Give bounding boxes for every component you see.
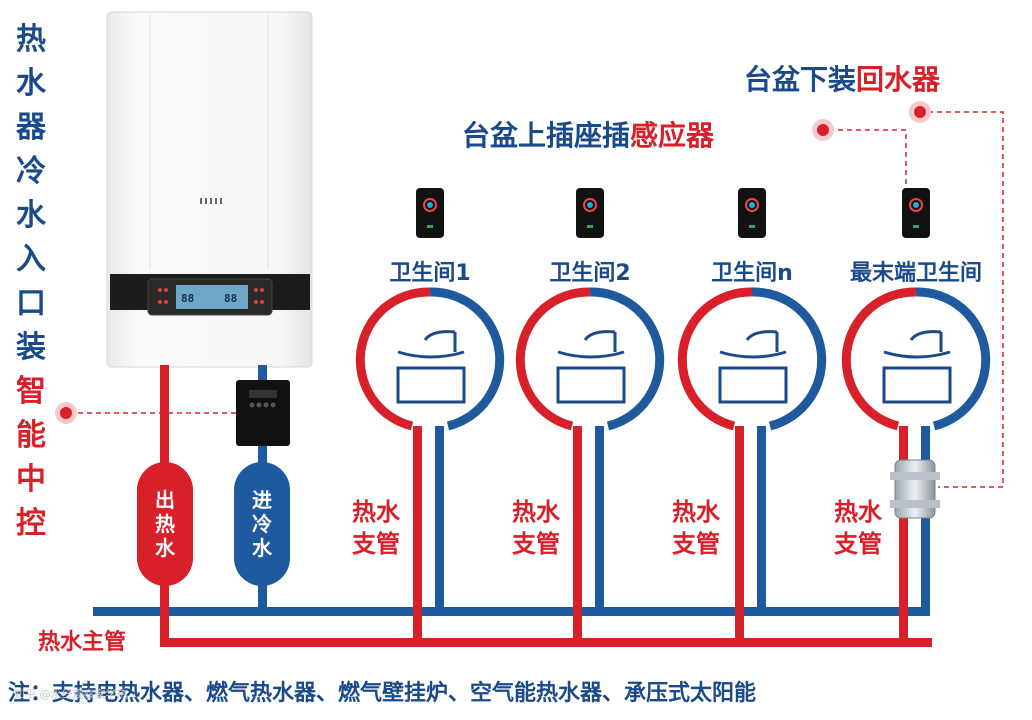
title-char: 器 — [16, 110, 46, 145]
tank-char: 进 — [252, 488, 272, 512]
tank-char: 出 — [155, 488, 175, 512]
hot-main-pipe — [160, 638, 932, 647]
label-red-part: 感应器 — [630, 119, 715, 152]
title-char-red: 控 — [16, 506, 46, 541]
title-char: 热 — [16, 22, 46, 57]
branch-label-line: 支管 — [672, 530, 720, 558]
room-branch-1 — [355, 287, 505, 647]
room-title-1: 卫生间1 — [389, 261, 471, 286]
washbasin-icon — [556, 330, 626, 404]
heater-lcd — [176, 285, 248, 309]
room-branch-last — [841, 287, 991, 647]
sensors — [416, 188, 930, 238]
tank-char: 水 — [155, 536, 175, 560]
title-char-red: 能 — [16, 418, 46, 453]
branch-label-last: 热水 支管 — [818, 496, 898, 560]
title-char-red: 智 — [16, 374, 46, 409]
branch-label-line: 热水 — [834, 498, 882, 526]
water-heater: 88 88 — [106, 11, 313, 368]
return-valve-label: 台盆下装回水器 — [744, 58, 940, 98]
branch-label-line: 热水 — [512, 498, 560, 526]
sensor-device — [738, 188, 766, 238]
lcd-right-digits: 88 — [224, 292, 237, 305]
watermark: 知乎 @水纤观察家学热 — [14, 688, 128, 701]
room-branch-n — [677, 287, 827, 647]
sensor-device — [416, 188, 444, 238]
title-char: 入 — [16, 242, 46, 277]
washbasin-icon — [718, 330, 788, 404]
branch-label-2: 热水 支管 — [496, 496, 576, 560]
title-char: 水 — [16, 198, 46, 233]
tank-char: 水 — [252, 536, 272, 560]
room-title-last: 最末端卫生间 — [849, 261, 982, 286]
branch-label-n: 热水 支管 — [656, 496, 736, 560]
label-blue-part: 台盆上插座插 — [462, 119, 631, 152]
sensor-device — [902, 188, 930, 238]
title-char: 口 — [16, 286, 46, 321]
room-title-n: 卫生间n — [711, 261, 793, 286]
label-red-part: 回水器 — [856, 63, 941, 96]
cold-main-pipe — [93, 607, 930, 616]
room-title-2: 卫生间2 — [549, 261, 631, 286]
hot-water-outlet-tank: 出 热 水 — [137, 462, 193, 586]
branch-label-line: 支管 — [834, 530, 882, 558]
branch-label-line: 支管 — [352, 530, 400, 558]
signal-lines — [78, 111, 1004, 488]
title-char: 水 — [16, 66, 46, 101]
signal-dots — [55, 101, 931, 424]
branch-label-1: 热水 支管 — [336, 496, 416, 560]
main-pipe-label: 热水主管 — [38, 630, 127, 655]
washbasin-icon — [396, 330, 466, 404]
title-char-red: 中 — [16, 462, 46, 497]
lcd-left-digits: 88 — [181, 292, 194, 305]
vertical-title: 热 水 器 冷 水 入 口 装 智 能 中 控 — [6, 18, 56, 546]
room-branch-2 — [515, 287, 665, 647]
return-valve — [890, 459, 940, 519]
sensor-device — [576, 188, 604, 238]
tank-char: 冷 — [252, 512, 272, 536]
sensor-label: 台盆上插座插感应器 — [462, 114, 714, 154]
washbasin-icon — [882, 330, 952, 404]
branch-label-line: 支管 — [512, 530, 560, 558]
title-char: 冷 — [16, 154, 46, 189]
branch-label-line: 热水 — [352, 498, 400, 526]
smart-controller — [236, 380, 290, 446]
cold-water-inlet-tank: 进 冷 水 — [234, 462, 290, 586]
room-branches — [355, 287, 991, 647]
compatibility-note: 注：支持电热水器、燃气热水器、燃气壁挂炉、空气能热水器、承压式太阳能 — [8, 681, 757, 706]
title-char: 装 — [16, 330, 46, 365]
label-blue-part: 台盆下装 — [744, 63, 857, 96]
tank-char: 热 — [155, 512, 175, 536]
branch-label-line: 热水 — [672, 498, 720, 526]
